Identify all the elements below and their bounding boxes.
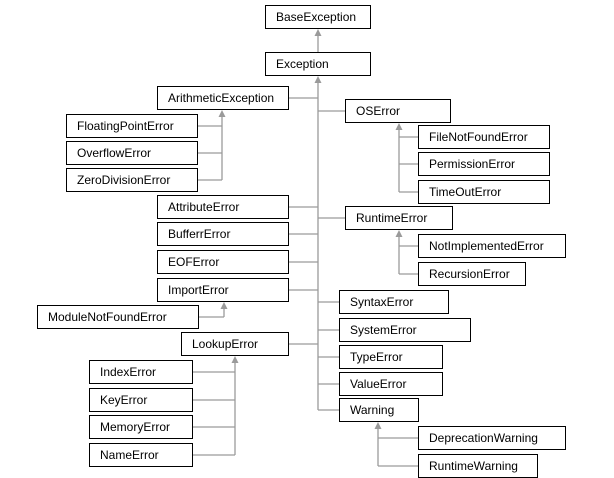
node-valueerror: ValueError [339,372,443,396]
node-eoferror: EOFError [157,250,289,274]
node-modulenotfounderror: ModuleNotFoundError [37,305,199,329]
node-permissionerror: PermissionError [418,152,550,176]
node-overflowerror: OverflowError [66,141,198,165]
node-buffererror: BufferrError [157,222,289,246]
node-typeerror: TypeError [339,345,443,369]
arrowhead [395,230,403,237]
node-keyerror: KeyError [89,388,193,412]
node-floatingpointerror: FloatingPointError [66,114,198,138]
node-warning: Warning [339,398,419,422]
node-syntaxerror: SyntaxError [339,290,449,314]
arrowhead [218,110,226,117]
node-oserror: OSError [345,99,451,123]
node-recursionerror: RecursionError [418,262,526,286]
arrowhead [231,356,239,363]
node-indexerror: IndexError [89,360,193,384]
node-arithmeticexception: ArithmeticException [157,86,289,110]
node-baseexception: BaseException [265,5,371,29]
arrowhead [220,302,228,309]
node-runtimeerror: RuntimeError [345,206,453,230]
node-lookuperror: LookupError [181,332,289,356]
node-timeouterror: TimeOutError [418,180,550,204]
node-zerodivisionerror: ZeroDivisionError [66,168,198,192]
node-systemerror: SystemError [339,318,471,342]
node-attributeerror: AttributeError [157,195,289,219]
arrowhead [395,123,403,130]
node-importerror: ImportError [157,278,289,302]
arrowhead [314,29,322,36]
node-notimplementederror: NotImplementedError [418,234,566,258]
node-nameerror: NameError [89,443,193,467]
arrowhead [374,422,382,429]
arrowhead [314,76,322,83]
node-deprecationwarning: DeprecationWarning [418,426,566,450]
node-memoryerror: MemoryError [89,415,193,439]
node-runtimewarning: RuntimeWarning [418,454,538,478]
node-filenotfounderror: FileNotFoundError [418,125,550,149]
node-exception: Exception [265,52,371,76]
